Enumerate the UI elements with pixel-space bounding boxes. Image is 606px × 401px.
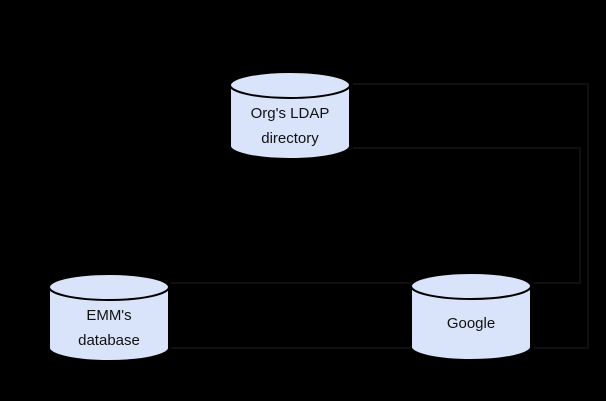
node-google: Google bbox=[410, 272, 532, 362]
node-label: Google bbox=[410, 311, 532, 336]
database-cylinder-icon bbox=[229, 71, 351, 160]
node-label: EMM's database bbox=[48, 303, 170, 353]
node-label-line: directory bbox=[261, 130, 319, 147]
database-cylinder-icon bbox=[410, 272, 532, 361]
node-label-line: database bbox=[78, 332, 140, 349]
node-orgs-ldap-directory: Org's LDAP directory bbox=[229, 71, 351, 161]
ldap-to-google-outer-elbow bbox=[353, 83, 589, 349]
ldap-to-google-inner-elbow bbox=[353, 147, 581, 284]
node-label-line: Org's LDAP bbox=[250, 105, 330, 122]
node-label-line: EMM's bbox=[86, 307, 132, 324]
node-emms-database: EMM's database bbox=[48, 273, 170, 363]
node-label-line: Google bbox=[446, 315, 496, 332]
database-cylinder-icon bbox=[48, 273, 170, 362]
node-label: Org's LDAP directory bbox=[229, 101, 351, 151]
